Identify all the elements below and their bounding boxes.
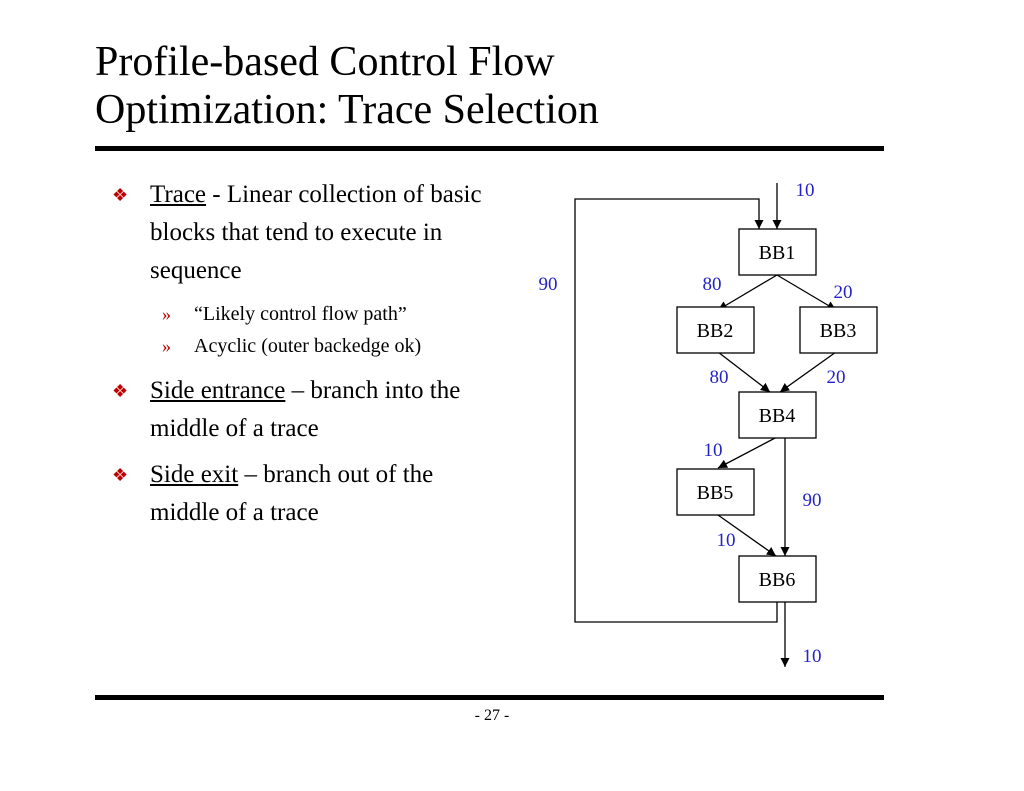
edge-label-bb3-bb4: 20 (827, 367, 846, 388)
term-side-exit: Side exit (150, 461, 239, 488)
edge-label-bb1-bb3: 20 (834, 282, 853, 303)
bullet-diamond-icon: ❖ (112, 465, 129, 485)
title-divider (95, 146, 884, 151)
bullet-list: ❖ Trace - Linear collection of basic blo… (112, 176, 482, 540)
block-label-bb3: BB3 (820, 320, 857, 342)
block-label-bb4: BB4 (759, 405, 796, 427)
edge-bb3-bb4 (779, 351, 837, 393)
term-side-entrance: Side entrance (150, 377, 286, 404)
block-bb6 (738, 555, 817, 603)
term-trace: Trace (150, 181, 207, 208)
block-bb5 (676, 468, 755, 516)
edge-label-backedge: 90 (539, 274, 558, 295)
edge-label-bb1-bb2: 80 (703, 274, 722, 295)
edge-bb2-bb4 (717, 351, 771, 393)
sub-bullet-likely-path: » “Likely control flow path” (112, 298, 482, 330)
page-number: - 27 - (474, 707, 510, 724)
bullet-side-entrance: ❖ Side entrance – branch into the middle… (112, 372, 482, 448)
edge-bb5-bb6 (717, 514, 777, 557)
trace-sublist: » “Likely control flow path” » Acyclic (… (112, 298, 482, 362)
block-label-bb2: BB2 (697, 320, 734, 342)
sub-bullet-arrow-icon: » (162, 304, 171, 324)
bullet-side-exit-text: – branch out of the middle of a trace (150, 461, 434, 526)
edge-label-bb4-bb5: 10 (704, 440, 723, 461)
block-bb3 (799, 306, 878, 354)
bullet-diamond-icon: ❖ (112, 185, 129, 205)
edge-label-bb5-bb6: 10 (717, 530, 736, 551)
block-bb1 (738, 228, 817, 276)
edge-backedge (574, 198, 778, 623)
block-label-bb5: BB5 (697, 482, 734, 504)
edge-bb4-bb5 (717, 436, 778, 469)
edge-label-bb4-bb6: 90 (803, 490, 822, 511)
edge-bb1-bb2 (717, 274, 778, 311)
bullet-trace: ❖ Trace - Linear collection of basic blo… (112, 176, 482, 290)
sub-bullet-text: “Likely control flow path” (194, 303, 407, 325)
sub-bullet-arrow-icon: » (162, 336, 171, 356)
bullet-side-exit: ❖ Side exit – branch out of the middle o… (112, 456, 482, 532)
edge-label-bb2-bb4: 80 (710, 367, 729, 388)
block-bb2 (676, 306, 755, 354)
slide-title: Profile-based Control Flow Optimization:… (95, 38, 895, 134)
edge-label-entry: 10 (796, 180, 815, 201)
slide-title-line-2: Optimization: Trace Selection (95, 87, 599, 133)
edge-bb1-bb3 (776, 274, 837, 311)
block-label-bb1: BB1 (759, 242, 796, 264)
sub-bullet-acyclic: » Acyclic (outer backedge ok) (112, 330, 482, 362)
edge-label-exit: 10 (803, 646, 822, 667)
bullet-side-entrance-text: – branch into the middle of a trace (150, 377, 461, 442)
bullet-trace-text: - Linear collection of basic blocks that… (150, 181, 482, 284)
sub-bullet-text: Acyclic (outer backedge ok) (194, 335, 422, 357)
block-bb4 (738, 391, 817, 439)
bullet-diamond-icon: ❖ (112, 381, 129, 401)
slide-title-line-1: Profile-based Control Flow (95, 39, 555, 85)
block-label-bb6: BB6 (759, 569, 796, 591)
footer-divider (95, 695, 884, 700)
